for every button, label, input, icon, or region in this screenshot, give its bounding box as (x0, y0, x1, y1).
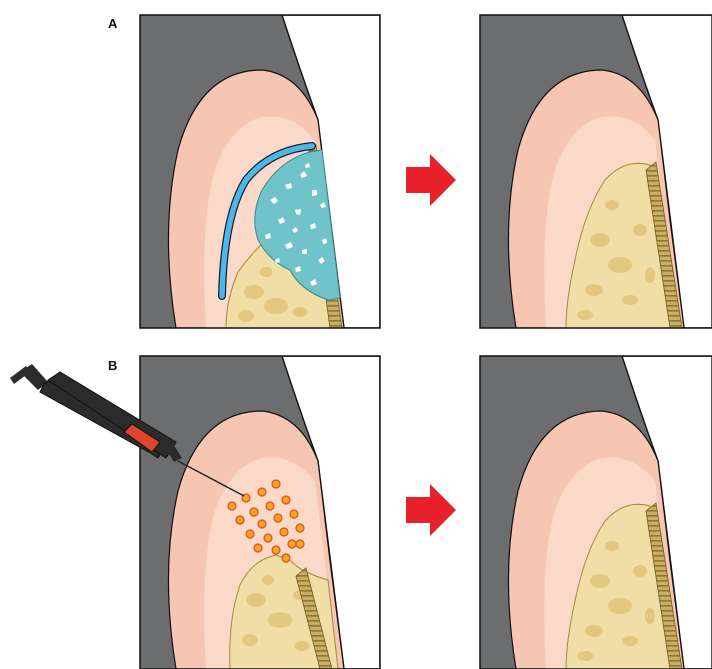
arrow-b-icon (406, 484, 456, 536)
panel-a-before (140, 15, 380, 328)
panel-b-after (480, 356, 712, 669)
panel-a-after (480, 15, 712, 328)
arrow-a-icon (406, 154, 456, 206)
panel-b-before (140, 356, 380, 669)
